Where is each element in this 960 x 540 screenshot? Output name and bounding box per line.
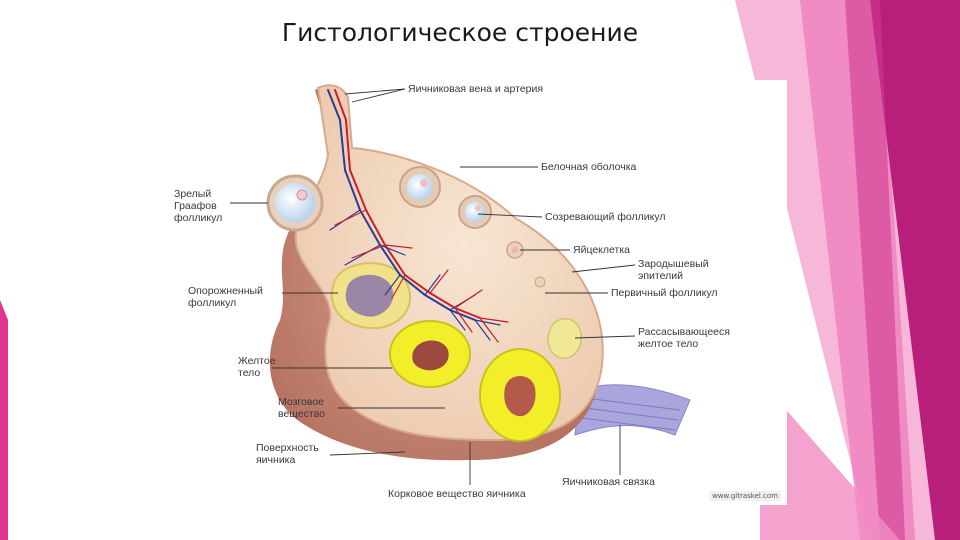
label-medulla: Мозговое вещество	[278, 396, 325, 420]
label-surface-line1: Поверхность	[256, 442, 319, 454]
label-graafian-line1: Зрелый	[174, 188, 212, 200]
label-graafian-follicle: Зрелый Граафов фолликул	[174, 188, 222, 224]
maturing-follicle-1-oocyte	[420, 179, 428, 187]
label-corpus-luteum: Желтое тело	[238, 355, 276, 379]
empty-follicle-center	[345, 274, 394, 317]
watermark: www.gitraskel.com	[709, 491, 781, 501]
deco-pink-bottom	[760, 380, 900, 540]
leader-artery	[351, 88, 406, 103]
label-maturing-follicle: Созревающий фолликул	[545, 211, 666, 223]
slide-title: Гистологическое строение	[281, 18, 639, 47]
label-tunica-albuginea: Белочная оболочка	[541, 161, 637, 173]
graafian-oocyte	[296, 189, 308, 201]
graafian-antrum	[275, 183, 315, 223]
maturing-follicle-2-antrum	[465, 202, 485, 222]
ovary-figure: Яичниковая вена и артерия Белочная оболо…	[130, 80, 787, 505]
maturing-follicle-2-oocyte	[475, 205, 481, 211]
label-empty-line1: Опорожненный	[188, 285, 263, 297]
label-germinal-epithelium-line1: Зародышевый	[638, 258, 709, 270]
leader-germinal	[571, 264, 636, 273]
artery-branches	[334, 209, 509, 343]
deco-magenta-band	[870, 0, 960, 540]
label-corpus-line1: Желтое	[238, 355, 276, 367]
label-germinal-epithelium-line2: эпителий	[638, 270, 683, 282]
corpus-luteum-2-center	[504, 376, 536, 417]
label-primary-follicle: Первичный фолликул	[611, 287, 718, 299]
label-regressing-line1: Рассасывающееся	[638, 326, 730, 338]
label-graafian-line2: Граафов	[174, 200, 217, 212]
label-ovarian-ligament: Яичниковая связка	[562, 476, 655, 488]
deco-left-sliver	[0, 300, 8, 540]
leader-lines	[230, 88, 636, 485]
label-graafian-line3: фолликул	[174, 212, 223, 224]
regressing-corpus-luteum	[547, 318, 582, 359]
deco-magenta-strip	[845, 0, 905, 540]
leader-regressing	[574, 335, 636, 339]
oocyte	[511, 246, 519, 254]
label-surface-line2: яичника	[256, 454, 296, 466]
vessel-tree	[327, 89, 509, 343]
label-empty-line2: фолликул	[188, 297, 237, 309]
ovary-illustration	[230, 84, 691, 485]
label-cortex: Корковое вещество яичника	[388, 488, 526, 500]
ovarian-ligament	[574, 384, 691, 436]
label-empty-follicle: Опорожненный фолликул	[188, 285, 263, 309]
ligament-fibers	[581, 397, 681, 431]
label-regressing-line2: желтое тело	[638, 338, 699, 350]
primary-follicle	[534, 276, 546, 288]
leader-vein	[344, 88, 406, 95]
corpus-luteum-1-center	[412, 340, 449, 371]
label-surface: Поверхность яичника	[256, 442, 319, 466]
label-medulla-line2: вещество	[278, 408, 326, 420]
label-oocyte: Яйцеклетка	[573, 244, 630, 256]
label-regressing-corpus-luteum: Рассасывающееся желтое тело	[638, 326, 730, 350]
label-medulla-line1: Мозговое	[278, 396, 324, 408]
leader-surface	[329, 451, 406, 456]
label-corpus-line2: тело	[238, 367, 261, 379]
label-vein-artery: Яичниковая вена и артерия	[408, 83, 544, 95]
leader-maturing	[477, 213, 543, 218]
label-germinal-epithelium: Зародышевый эпителий	[638, 258, 709, 282]
maturing-follicle-1-antrum	[407, 174, 433, 200]
